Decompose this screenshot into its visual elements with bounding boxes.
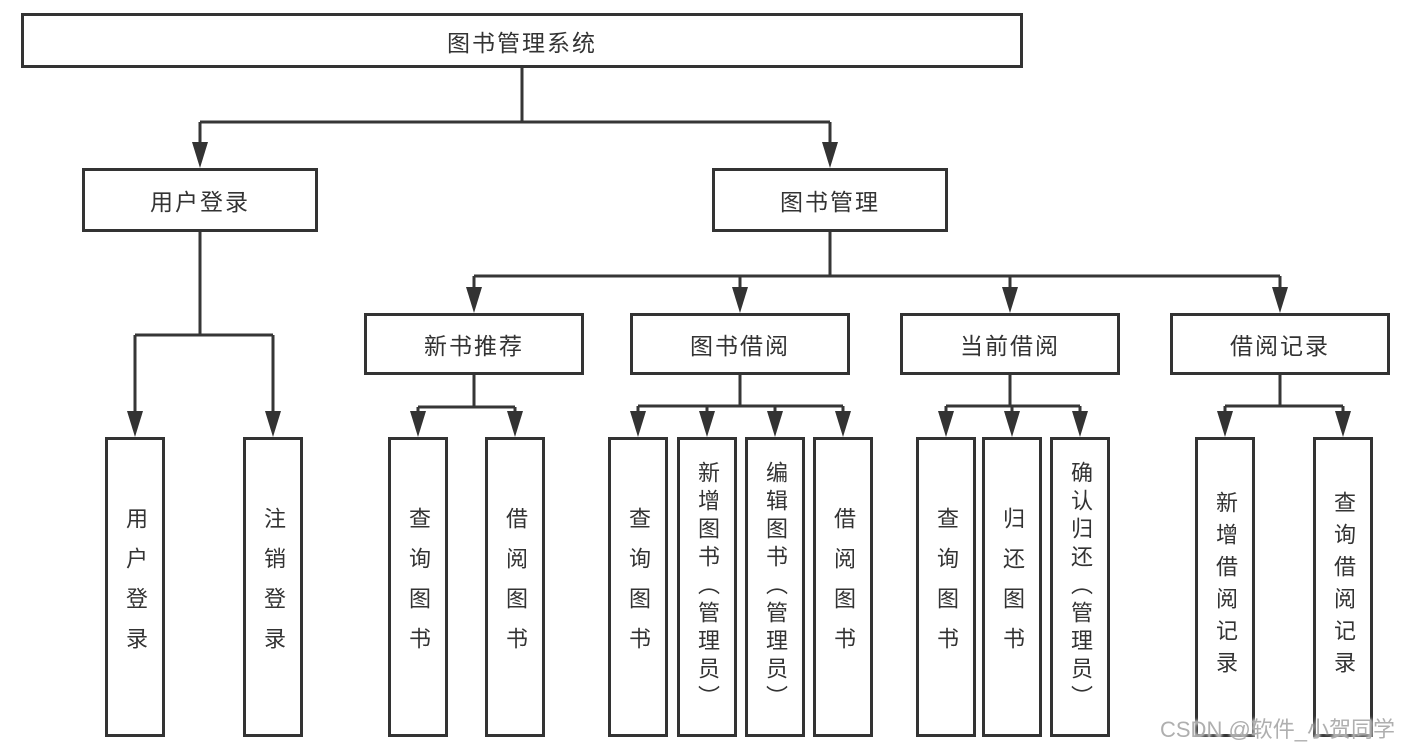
- node-current-borrowing: 当前借阅: [900, 313, 1120, 375]
- leaf-query-borrow-record: 查询借阅记录: [1313, 437, 1373, 737]
- connector-current-borrowing-children: [938, 375, 1088, 437]
- leaf-add-borrow-record: 新增借阅记录: [1195, 437, 1255, 737]
- leaf-query-books-recommend: 查询图书: [388, 437, 448, 737]
- leaf-add-book-admin: 新增图书（管理员）: [677, 437, 737, 737]
- leaf-confirm-return-admin-label: 确认归还（管理员）: [1068, 461, 1093, 713]
- leaf-add-book-admin-label: 新增图书（管理员）: [695, 461, 720, 713]
- watermark-text: CSDN @软件_小贺同学: [1160, 717, 1396, 742]
- connector-book-borrowing-children: [630, 375, 851, 437]
- node-new-book-recommend: 新书推荐: [364, 313, 584, 375]
- leaf-query-books-borrowing-label: 查询图书: [626, 507, 651, 667]
- leaf-return-books-label: 归还图书: [1000, 507, 1025, 667]
- leaf-query-borrow-record-label: 查询借阅记录: [1331, 491, 1356, 683]
- connector-user-login-children: [127, 232, 281, 437]
- node-book-borrowing: 图书借阅: [630, 313, 850, 375]
- leaf-borrow-books-recommend: 借阅图书: [485, 437, 545, 737]
- node-library-system: 图书管理系统: [21, 13, 1023, 68]
- leaf-confirm-return-admin: 确认归还（管理员）: [1050, 437, 1110, 737]
- leaf-borrow-books-recommend-label: 借阅图书: [503, 507, 528, 667]
- leaf-add-borrow-record-label: 新增借阅记录: [1213, 491, 1238, 683]
- leaf-query-books-current-label: 查询图书: [934, 507, 959, 667]
- connector-new-book-children: [410, 375, 523, 437]
- node-book-management: 图书管理: [712, 168, 948, 232]
- leaf-logout: 注销登录: [243, 437, 303, 737]
- node-library-system-label: 图书管理系统: [447, 29, 597, 56]
- leaf-query-books-current: 查询图书: [916, 437, 976, 737]
- leaf-borrow-books-label: 借阅图书: [831, 507, 856, 667]
- leaf-user-login-label: 用户登录: [123, 507, 148, 667]
- node-book-management-label: 图书管理: [780, 189, 880, 215]
- leaf-return-books: 归还图书: [982, 437, 1042, 737]
- leaf-logout-label: 注销登录: [261, 507, 286, 667]
- leaf-edit-book-admin: 编辑图书（管理员）: [745, 437, 805, 737]
- connector-root-to-level2: [192, 68, 838, 168]
- node-user-login-label: 用户登录: [150, 189, 250, 215]
- leaf-query-books-recommend-label: 查询图书: [406, 507, 431, 667]
- node-new-book-recommend-label: 新书推荐: [424, 333, 524, 359]
- connector-book-management-children: [466, 232, 1288, 313]
- node-user-login: 用户登录: [82, 168, 318, 232]
- node-current-borrowing-label: 当前借阅: [960, 333, 1060, 359]
- leaf-query-books-borrowing: 查询图书: [608, 437, 668, 737]
- node-borrowing-records-label: 借阅记录: [1230, 333, 1330, 359]
- leaf-edit-book-admin-label: 编辑图书（管理员）: [763, 461, 788, 713]
- node-borrowing-records: 借阅记录: [1170, 313, 1390, 375]
- node-book-borrowing-label: 图书借阅: [690, 333, 790, 359]
- leaf-borrow-books: 借阅图书: [813, 437, 873, 737]
- leaf-user-login: 用户登录: [105, 437, 165, 737]
- connector-borrowing-records-children: [1217, 375, 1351, 437]
